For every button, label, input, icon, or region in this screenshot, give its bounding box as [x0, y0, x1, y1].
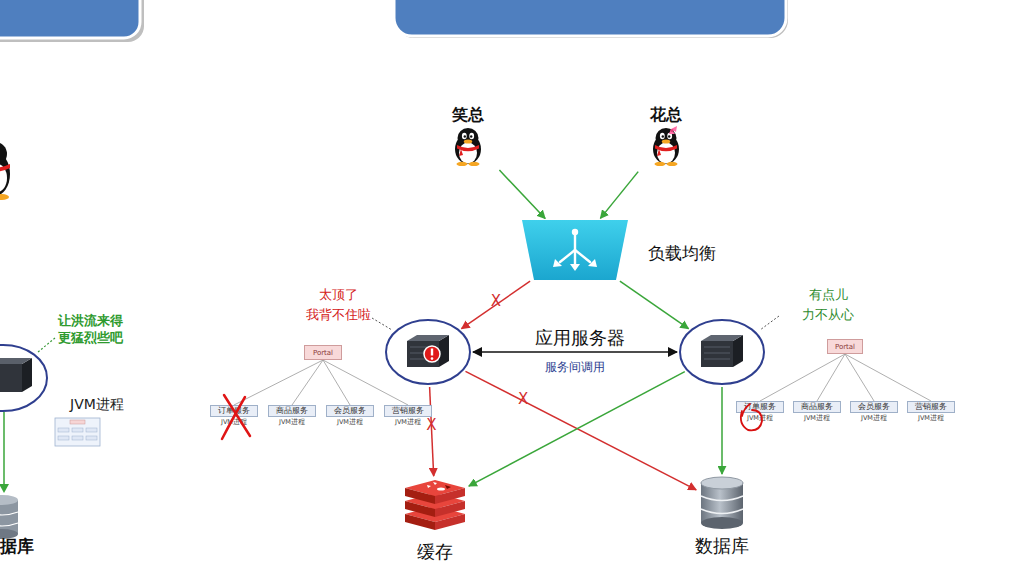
cross-out-mark	[222, 395, 250, 439]
node-sublabel: JVM进程	[793, 414, 841, 423]
tree-line	[323, 360, 350, 405]
server-partial	[0, 345, 47, 411]
service-box: 订单服务JVM进程	[210, 405, 258, 417]
leader-line	[760, 316, 779, 330]
load-balancer: 负载均衡	[522, 220, 628, 280]
tree-line	[845, 354, 874, 401]
edge-label: X	[463, 391, 583, 408]
portal-box: Portal	[304, 345, 342, 360]
arrow-partial	[0, 412, 9, 493]
tree-line	[817, 354, 845, 401]
node-sublabel: JVM进程	[326, 418, 374, 427]
node-label: 商品服务	[269, 406, 315, 416]
service-box: 商品服务JVM进程	[793, 401, 841, 413]
leader-line	[372, 318, 392, 330]
node-sublabel: JVM进程	[850, 414, 898, 423]
service-box: 会员服务JVM进程	[850, 401, 898, 413]
server-circle	[679, 319, 765, 385]
node-label: 会员服务	[327, 406, 373, 416]
node-label: 营销服务	[385, 406, 431, 416]
portal-box: Portal	[827, 339, 863, 354]
free-label: 应用服务器	[525, 327, 635, 349]
service-box: 商品服务JVM进程	[268, 405, 316, 417]
free-label: 让洪流来得 更猛烈些吧	[50, 312, 130, 346]
leader-line	[38, 338, 55, 352]
app-server: 有点儿 力不从心	[679, 319, 765, 385]
flow-arrow	[499, 170, 545, 218]
cache-node: 缓存	[403, 478, 467, 530]
free-label: JVM进程	[70, 395, 150, 413]
node-sublabel: JVM进程	[907, 414, 955, 423]
edge-label: X	[371, 417, 491, 434]
service-box: 营销服务JVM进程	[907, 401, 955, 413]
user-name: 笑总	[452, 104, 484, 126]
header-bar	[394, 0, 788, 38]
node-label: Portal	[313, 349, 333, 357]
tree-line	[845, 354, 931, 401]
service-box: 订单服务JVM进程	[736, 401, 784, 413]
flow-arrow	[469, 372, 685, 486]
node-label: 缓存	[385, 540, 485, 564]
tree-line	[292, 360, 323, 405]
penguin-icon	[649, 126, 683, 166]
header-bar	[0, 0, 144, 42]
node-label: 数据库	[672, 534, 772, 558]
flow-arrow	[466, 371, 697, 490]
callout-text: 太顶了 我背不住啦	[297, 285, 379, 325]
flow-arrow	[462, 281, 531, 329]
load-balancer-icon	[522, 220, 628, 280]
node-sublabel: JVM进程	[384, 418, 432, 427]
jvm-table-icon	[55, 418, 100, 446]
node-label: 会员服务	[851, 402, 897, 412]
service-box: 营销服务JVM进程	[384, 405, 432, 417]
node-label: 订单服务	[737, 402, 783, 412]
user-avatar: 笑总	[438, 104, 498, 170]
user-avatar: 花总	[636, 104, 696, 170]
flow-arrow	[473, 351, 677, 353]
tree-line	[760, 354, 845, 401]
tree-line	[234, 360, 323, 405]
cache-icon	[403, 478, 467, 530]
node-label: Portal	[835, 343, 855, 351]
database-node: 数据库	[698, 476, 746, 530]
penguin-partial	[0, 142, 10, 200]
edge-label: 服务间调用	[515, 360, 635, 374]
node-label: 商品服务	[794, 402, 840, 412]
database-icon	[698, 476, 746, 530]
node-label: 订单服务	[211, 406, 257, 416]
circle-mark	[741, 404, 762, 430]
server-circle	[385, 319, 471, 385]
node-sublabel: JVM进程	[210, 418, 258, 427]
node-sublabel: JVM进程	[268, 418, 316, 427]
node-sublabel: JVM进程	[736, 414, 784, 423]
user-name: 花总	[650, 104, 682, 126]
free-label: 据库	[0, 536, 60, 557]
edge-label: X	[436, 293, 556, 310]
flow-arrow	[620, 281, 689, 329]
node-label: 营销服务	[908, 402, 954, 412]
database-partial	[0, 495, 18, 539]
flow-arrow	[600, 172, 638, 219]
app-server: 太顶了 我背不住啦	[385, 319, 471, 385]
node-label: 负载均衡	[648, 242, 716, 265]
flow-arrow	[721, 387, 723, 474]
callout-text: 有点儿 力不从心	[787, 285, 869, 325]
penguin-icon	[451, 126, 485, 166]
flow-arrow	[430, 387, 434, 476]
service-box: 会员服务JVM进程	[326, 405, 374, 417]
